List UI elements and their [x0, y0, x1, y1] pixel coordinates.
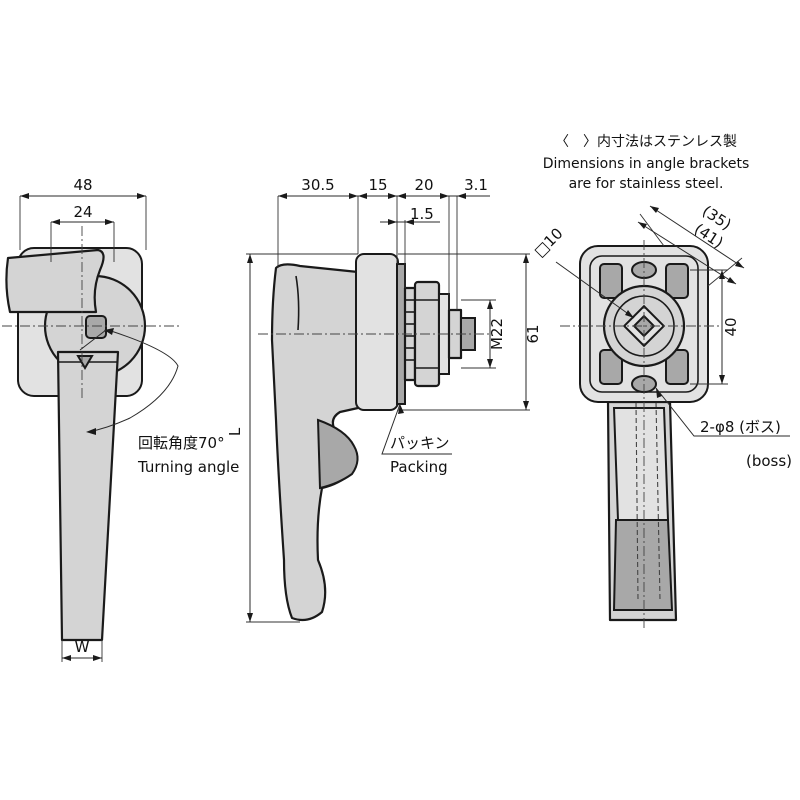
dim-label-40: 40 — [722, 317, 740, 336]
packing-leader-arrow — [398, 404, 404, 414]
dim-label-1-5: 1.5 — [410, 205, 434, 223]
rear-handle-hidden-1 — [635, 401, 639, 601]
boss-leader — [655, 387, 790, 437]
rear-view: □10 (35) (41) 40 2-φ8 (ボス) (boss) — [530, 202, 792, 630]
dim-label-20: 20 — [414, 176, 433, 194]
rear-handle-panel — [612, 407, 670, 521]
side-thread-lines — [405, 299, 415, 361]
dim-label-w: W — [75, 638, 90, 656]
rear-rib-tl — [599, 263, 623, 299]
dim-label-square10: □10 — [530, 224, 566, 260]
side-view: 30.5 15 20 3.1 1.5 M22 61 L パッキン Packing — [226, 176, 542, 623]
dim-line-41 — [637, 221, 737, 285]
dim-arrow-square10 — [625, 310, 634, 318]
dim-arrows-w — [62, 655, 102, 661]
side-handle-highlight — [295, 275, 300, 331]
note-line-jp: 〈 〉内寸法はステンレス製 — [555, 134, 737, 150]
packing-leader — [381, 403, 452, 455]
packing-label-jp: パッキン — [390, 434, 450, 452]
dim-label-61: 61 — [524, 324, 542, 343]
note-line-en-2: are for stainless steel. — [569, 176, 724, 192]
dim-arrows-1-5 — [388, 219, 414, 225]
side-flange — [355, 253, 399, 411]
front-lever-head — [5, 248, 105, 314]
dimension-note: 〈 〉内寸法はステンレス製 Dimensions in angle bracke… — [543, 134, 750, 192]
dim-label-15: 15 — [368, 176, 387, 194]
dim-label-24: 24 — [73, 203, 92, 221]
turning-angle-leader — [79, 329, 107, 351]
boss-label-jp: 2-φ8 (ボス) — [700, 418, 781, 436]
front-handle — [56, 350, 120, 642]
dim-line-square10 — [555, 261, 635, 319]
dim-label-30-5: 30.5 — [301, 176, 334, 194]
packing-label-en: Packing — [390, 458, 448, 476]
boss-leader-arrow — [656, 388, 662, 398]
turning-angle-arc — [87, 329, 179, 433]
dim-line-35 — [649, 205, 745, 269]
rear-handle-grip — [612, 519, 674, 611]
dim-label-l: L — [226, 427, 244, 436]
dim-label-m22: M22 — [488, 318, 506, 350]
turning-angle-label-en: Turning angle — [137, 458, 239, 476]
boss-label-en: (boss) — [746, 452, 792, 470]
side-trigger — [316, 418, 359, 490]
front-key-slot — [85, 315, 107, 339]
front-view: 48 24 W 回転角度70° Turning angle — [2, 176, 239, 662]
rear-rib-tr — [665, 263, 689, 299]
turning-angle-label-jp: 回転角度70° — [138, 434, 225, 452]
note-line-en-1: Dimensions in angle brackets — [543, 156, 750, 172]
rear-handle-hidden-2 — [655, 401, 661, 601]
dim-label-3-1: 3.1 — [464, 176, 488, 194]
front-handle-mark — [76, 355, 94, 370]
dim-label-48: 48 — [73, 176, 92, 194]
